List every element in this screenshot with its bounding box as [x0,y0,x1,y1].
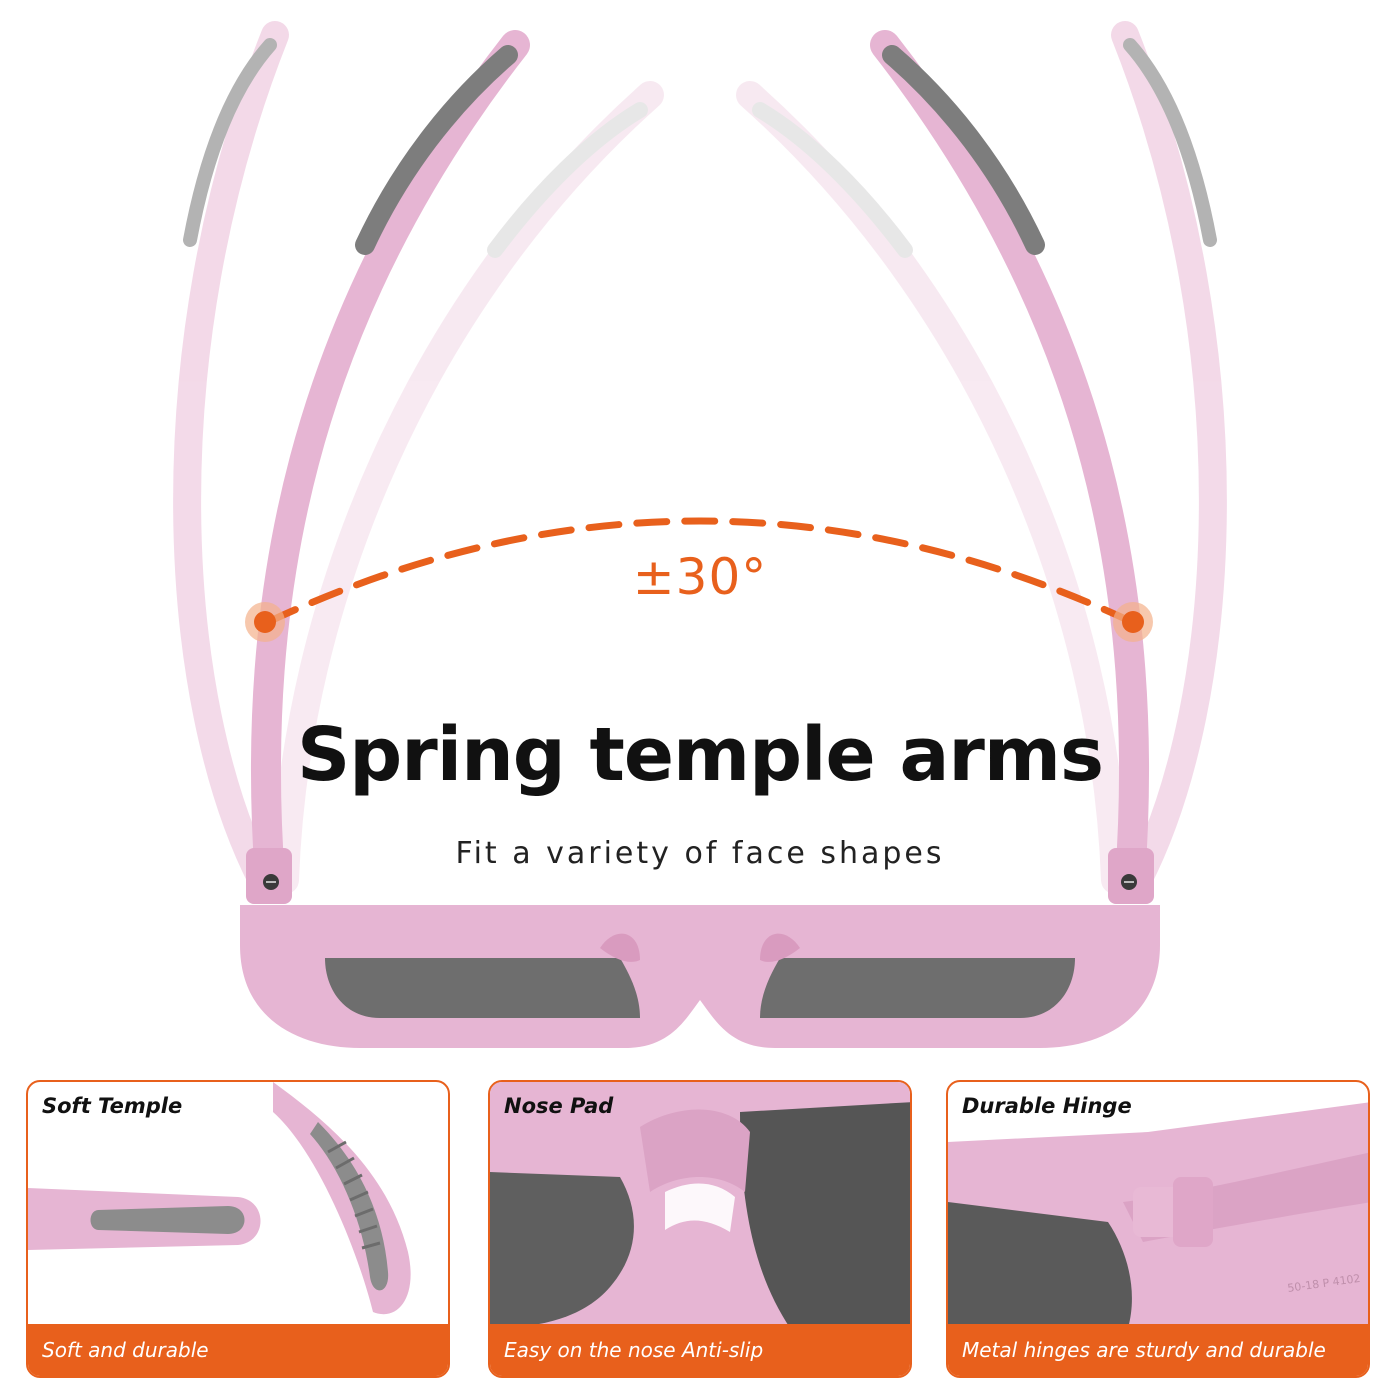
hero-section: ±30° Spring temple arms Fit a variety of… [173,21,1227,1048]
temple-arm-right [870,30,1150,895]
soft-temple-image [28,1082,411,1315]
sunglasses-illustration [173,21,1227,1048]
feature-card-durable-hinge: 50-18 P 4102 Durable Hinge Metal hinges … [946,1080,1370,1378]
angle-indicator [245,517,1153,642]
feature-caption-bar: Metal hinges are sturdy and durable [948,1324,1368,1376]
angle-label: ±30° [632,548,768,606]
hinge-right [1108,848,1154,904]
headline: Spring temple arms [296,712,1104,798]
lens-right [760,958,1075,1018]
feature-caption-bar: Soft and durable [28,1324,448,1376]
feature-title: Nose Pad [504,1094,614,1118]
feature-title: Durable Hinge [962,1094,1132,1118]
lens-left [325,958,640,1018]
faded-temple-arm-left [271,81,664,894]
feature-title: Soft Temple [42,1094,183,1118]
nose-pad-image [490,1082,910,1328]
feature-caption: Easy on the nose Anti-slip [504,1338,764,1362]
feature-caption: Metal hinges are sturdy and durable [962,1338,1326,1362]
feature-card-soft-temple: Soft Temple Soft and durable [26,1080,450,1378]
durable-hinge-image: 50-18 P 4102 [948,1102,1368,1328]
nose-pad-left [600,933,640,962]
hinge-left [246,848,292,904]
subheadline: Fit a variety of face shapes [455,836,945,871]
outer-temple-arm-right [1111,21,1227,894]
glasses-frame [240,905,1160,1048]
feature-caption-bar: Easy on the nose Anti-slip [490,1324,910,1376]
nose-pad-right [760,933,800,962]
feature-card-nose-pad: Nose Pad Easy on the nose Anti-slip [488,1080,912,1378]
feature-caption: Soft and durable [42,1338,209,1362]
temple-arm-left [250,30,530,895]
faded-temple-arm-right [736,81,1129,894]
outer-temple-arm-left [173,21,289,894]
